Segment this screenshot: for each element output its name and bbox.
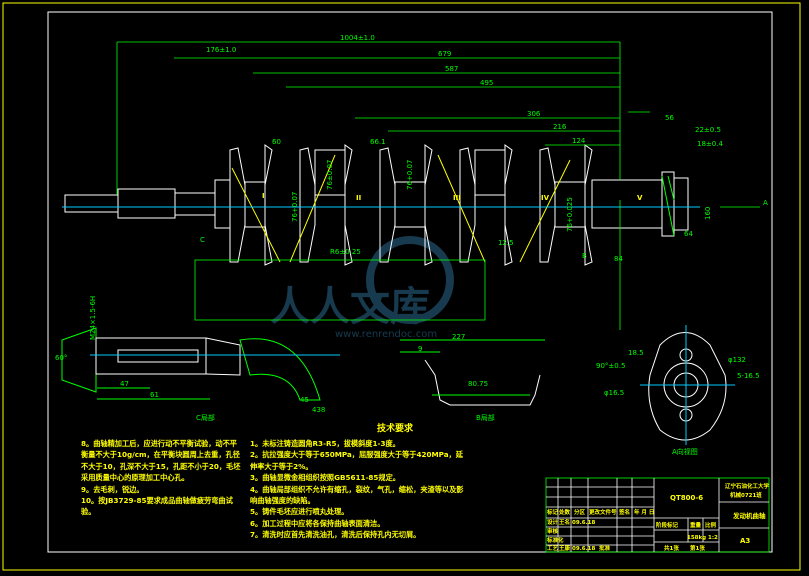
tb-design: 设计 bbox=[547, 518, 559, 526]
detail-dim-45: 45 bbox=[300, 396, 309, 404]
requirement-item: 6。加工过程中应将各保持曲轴表面清洁。 bbox=[250, 518, 385, 528]
requirements-right: 1。未标注铸造圆角R3-R5，拔模斜度1-3度。 2。抗拉强度大于等于650MP… bbox=[250, 438, 465, 541]
detail-dim-47: 47 bbox=[120, 380, 129, 388]
tb-app-date: 09.6.18 bbox=[572, 546, 595, 552]
requirements-title: 技术要求 bbox=[377, 422, 414, 434]
a-dim-90: 90°±0.5 bbox=[596, 362, 625, 370]
tb-header-count: 处数 bbox=[558, 508, 571, 516]
dim-160: 160 bbox=[704, 207, 712, 220]
a-dim-16: φ16.5 bbox=[604, 389, 624, 397]
tb-standard: 标准化 bbox=[546, 536, 564, 544]
c-detail-view bbox=[61, 327, 340, 401]
journal-label-4: IV bbox=[541, 194, 550, 202]
outer-frame bbox=[2, 2, 801, 571]
tb-review: 审核 bbox=[547, 527, 559, 535]
dim-216: 216 bbox=[553, 123, 567, 131]
dim-66: 66.1 bbox=[370, 138, 386, 146]
journal-label-2: II bbox=[356, 194, 361, 202]
dim-495: 495 bbox=[480, 79, 493, 87]
detail-angle60: 60° bbox=[55, 354, 67, 362]
tb-drawing-no: A3 bbox=[740, 537, 750, 545]
tb-stage: 阶段标记 bbox=[656, 521, 679, 529]
inner-frame bbox=[47, 11, 773, 553]
dim-76c: 76+0.07 bbox=[406, 160, 414, 190]
detail-dim-438: 438 bbox=[312, 406, 325, 414]
tb-header-zone: 分区 bbox=[574, 508, 586, 516]
requirement-item: 1。未标注铸造圆角R3-R5，拔模斜度1-3度。 bbox=[250, 439, 400, 448]
a-dim-5: 5-16.5 bbox=[737, 372, 760, 380]
b-dim-80: 80.75 bbox=[468, 380, 488, 388]
dim-124: 124 bbox=[572, 137, 586, 145]
dim-76a: 76+0.07 bbox=[291, 192, 299, 222]
dim-60: 60 bbox=[272, 138, 281, 146]
dim-679: 679 bbox=[438, 50, 451, 58]
tb-weight: 重量 bbox=[690, 521, 702, 529]
detail-dim-61: 61 bbox=[150, 391, 159, 399]
detail-m24: M24×1.5-6H bbox=[89, 296, 97, 340]
tb-sheet: 第1张 bbox=[690, 544, 705, 552]
journal-label-1: I bbox=[262, 192, 265, 200]
dim-64: 64 bbox=[684, 230, 693, 238]
section-label-b: B bbox=[582, 252, 587, 260]
dim-22: 22±0.5 bbox=[695, 126, 721, 134]
b-view-title: B局部 bbox=[476, 413, 495, 422]
tb-part-name: 发动机曲轴 bbox=[732, 511, 766, 520]
section-label-c: C bbox=[200, 236, 205, 244]
requirement-item: 5。铸件毛坯应进行喷丸处理。 bbox=[250, 507, 349, 517]
dim-76d: 76+0.025 bbox=[566, 197, 574, 232]
dim-306: 306 bbox=[527, 110, 541, 118]
watermark-text: 人人文库 bbox=[270, 284, 430, 330]
requirement-item: 3。曲轴显微金相组织按照GB5611-85规定。 bbox=[250, 473, 400, 483]
requirement-item: 7。清洗时应首先清洗油孔，清洗后保持孔内无切屑。 bbox=[250, 530, 421, 540]
dim-76b: 76±0.07 bbox=[326, 160, 334, 190]
watermark: 人人文库 www.renrendoc.com bbox=[270, 236, 454, 340]
tb-date: 09.6.18 bbox=[572, 520, 595, 526]
tb-sheets: 共1张 bbox=[664, 544, 679, 552]
tb-header-sign: 签名 bbox=[618, 508, 630, 516]
requirement-item: 4。曲轴局部组织不允许有缩孔，裂纹，气孔，缩松，夹渣等以及影响曲轴强度的缺陷。 bbox=[250, 484, 464, 506]
journal-label-3: III bbox=[453, 194, 461, 202]
tb-material: QT800-6 bbox=[670, 494, 703, 502]
tb-scale: 1:2 bbox=[708, 535, 718, 541]
dim-84: 84 bbox=[614, 255, 623, 263]
tb-header-docno: 更改文件号 bbox=[589, 508, 617, 516]
dim-587: 587 bbox=[445, 65, 458, 73]
requirement-item: 2。抗拉强度大于等于650MPa，屈服强度大于等于420MPa，延伸率大于等于2… bbox=[250, 450, 463, 471]
dim-12-5: 12.5 bbox=[498, 239, 514, 247]
tb-weight-value: 158kg bbox=[687, 535, 706, 541]
b-dim-227: 227 bbox=[452, 333, 465, 341]
title-block bbox=[545, 477, 770, 553]
tb-process: 工艺 bbox=[547, 544, 559, 552]
journal-label-5: V bbox=[637, 194, 643, 202]
oil-holes bbox=[231, 154, 571, 263]
a-view bbox=[640, 325, 735, 445]
tb-header-date: 年 月 日 bbox=[634, 508, 654, 516]
requirement-item: 8。曲轴精加工后，应进行动不平衡试验，动不平衡量不大于10g/cm，在平衡块圆周… bbox=[81, 439, 241, 483]
b-detail-view bbox=[400, 339, 545, 406]
requirement-item: 9。去毛刺，锐边。 bbox=[81, 484, 144, 494]
tb-header-mark: 标记 bbox=[546, 508, 559, 516]
a-dim-18-5: 18.5 bbox=[628, 349, 644, 357]
tb-scale-label: 比例 bbox=[705, 521, 717, 529]
dim-18: 18±0.4 bbox=[697, 140, 723, 148]
dim-176: 176±1.0 bbox=[206, 46, 236, 54]
a-dim-132: φ132 bbox=[728, 356, 746, 364]
tb-approve: 批准 bbox=[599, 544, 611, 552]
tb-designer: 王名 bbox=[559, 518, 570, 526]
requirements-left: 8。曲轴精加工后，应进行动不平衡试验，动不平衡量不大于10g/cm，在平衡块圆周… bbox=[81, 438, 241, 518]
tb-approver: 王康 bbox=[559, 544, 571, 552]
section-label-a: A bbox=[763, 199, 768, 207]
tb-class: 机械0721班 bbox=[729, 491, 762, 499]
requirement-item: 10。按JB3729-85要求成品曲轴做疲劳弯曲试验。 bbox=[81, 496, 233, 517]
dim-overall: 1004±1.0 bbox=[340, 34, 375, 42]
dim-56: 56 bbox=[665, 114, 674, 122]
crankshaft-main-view bbox=[64, 144, 689, 266]
a-view-title: A向视图 bbox=[672, 447, 698, 456]
b-dim-9: 9 bbox=[418, 345, 422, 353]
dimension-lines bbox=[116, 41, 760, 330]
c-view-title: C局部 bbox=[196, 413, 215, 422]
watermark-url: www.renrendoc.com bbox=[335, 329, 437, 340]
tb-school: 辽宁石油化工大学 bbox=[725, 482, 770, 490]
dim-r6: R6±0.25 bbox=[330, 248, 361, 256]
